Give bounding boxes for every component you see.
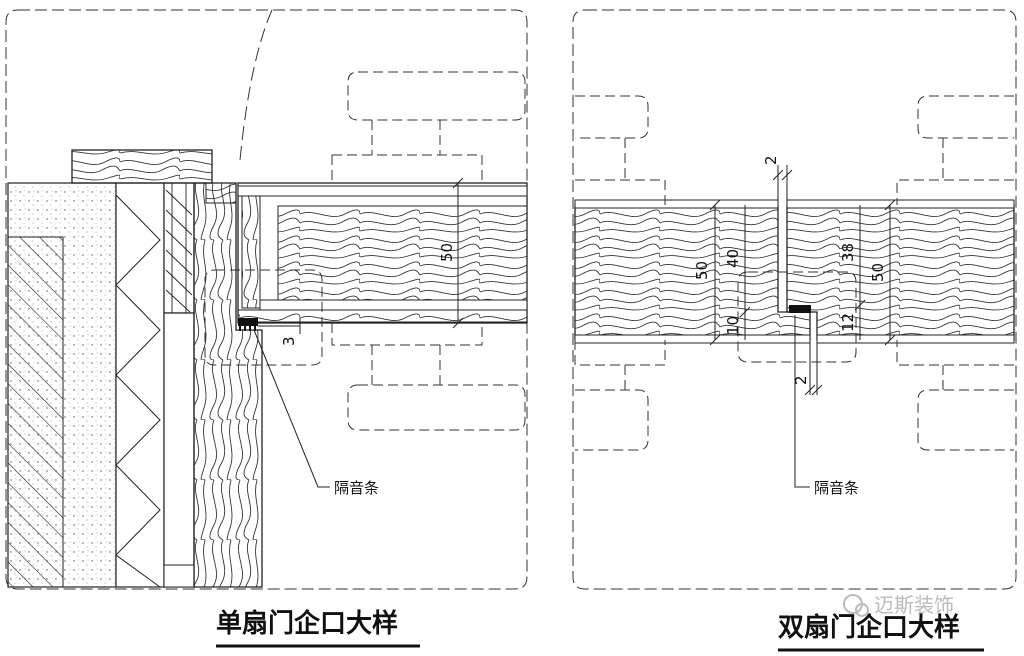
- dim-label-12: 12: [839, 313, 857, 332]
- title-double-door: 双扇门企口大样: [778, 612, 960, 643]
- single-door-detail: 50 3 隔音条 单扇门企口大样: [5, 9, 528, 648]
- right-frame-border: [572, 9, 1017, 590]
- right-leaf-face-top: [786, 199, 1015, 209]
- jamb-stop: [205, 182, 237, 204]
- hardware-dashed-outline: [331, 71, 526, 431]
- left-leaf-face-bottom: [574, 334, 811, 344]
- dim-label-50: 50: [438, 243, 456, 262]
- door-leaf-core: [277, 205, 528, 301]
- dim-label-40: 40: [724, 249, 742, 268]
- door-leaf-face-top: [237, 185, 528, 197]
- callout-leader-right: [794, 315, 810, 488]
- title-single-door: 单扇门企口大样: [216, 608, 398, 639]
- dim-label-2-bottom: 2: [792, 375, 810, 385]
- detail-dashed-bubble: [204, 269, 323, 366]
- frame-board: [115, 182, 165, 588]
- dim-label-2-top: 2: [762, 155, 780, 165]
- seal-strip: [238, 318, 258, 326]
- seal-strip-center: [789, 305, 811, 313]
- seal-teeth: [239, 326, 256, 331]
- architrave-top: [71, 149, 213, 184]
- inner-panel: [163, 312, 195, 588]
- callout-soundproof-strip-right: 隔音条: [814, 479, 859, 497]
- hatched-masonry: [7, 236, 64, 588]
- watermark: 迈斯装饰: [843, 593, 954, 617]
- dimension-50-left: [452, 177, 464, 329]
- dim-label-10: 10: [724, 316, 742, 335]
- callout-soundproof-strip-left: 隔音条: [334, 479, 379, 497]
- callout-leader-left: [253, 329, 330, 488]
- dimension-lines-right: [709, 165, 896, 396]
- dim-label-50-right: 50: [869, 263, 887, 282]
- center-dashed-bubble: [737, 271, 857, 363]
- dim-label-50-left: 50: [693, 261, 711, 280]
- watermark-text: 迈斯装饰: [874, 593, 954, 617]
- bottom-glass: [163, 564, 195, 588]
- door-edge-strip: [241, 195, 261, 309]
- zigzag-infill: [115, 194, 161, 588]
- handle-dashed-outlines: [574, 95, 1014, 451]
- glass-hatch: [165, 183, 193, 313]
- left-frame-border: [5, 9, 528, 590]
- dimension-3: [258, 318, 301, 334]
- door-leaf-face-bottom: [259, 299, 528, 311]
- dim-label-38: 38: [839, 243, 857, 262]
- left-leaf-face-top: [574, 199, 779, 209]
- right-leaf: [786, 204, 1015, 341]
- right-leaf-face-bottom: [816, 334, 1015, 344]
- door-swing-arc: [239, 9, 273, 161]
- dim-label-3: 3: [280, 336, 298, 346]
- double-door-detail: 50 40 10 38 50 12 2 2 隔音条 双扇门企口大样: [572, 9, 1017, 652]
- wechat-icon-bubble: [855, 603, 869, 617]
- rebate-lip: [237, 309, 528, 323]
